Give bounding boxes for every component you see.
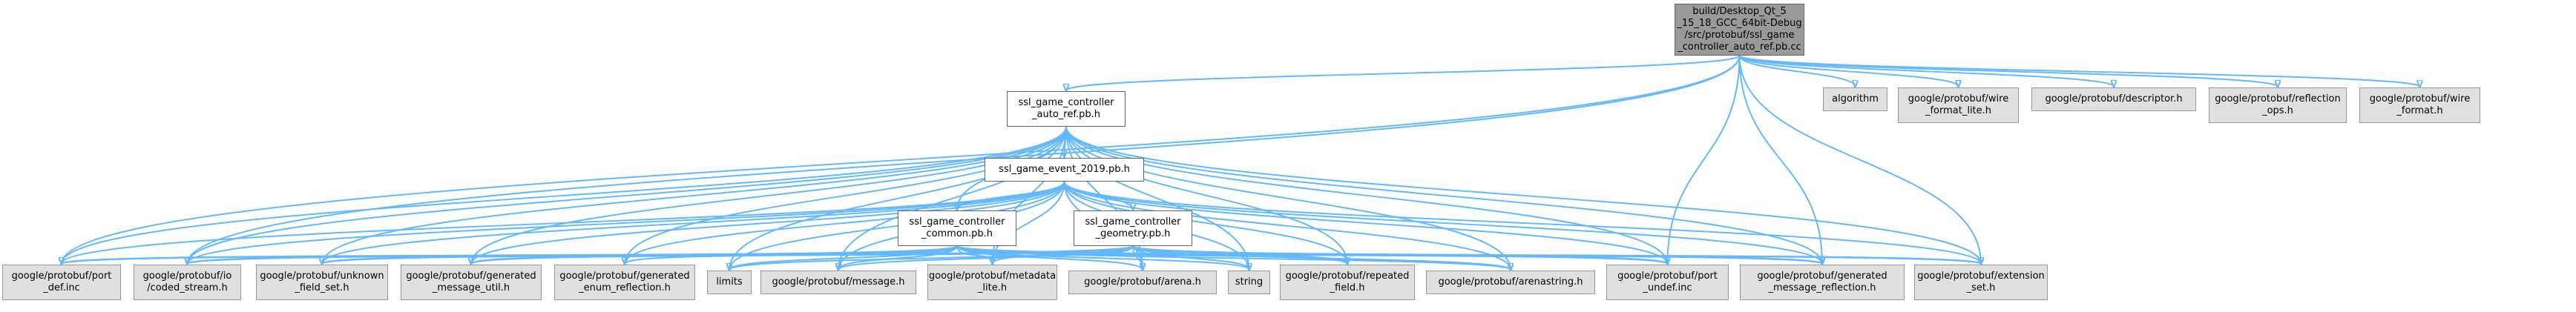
edge-event_2019_h-to-enum_reflection — [625, 181, 1065, 264]
edge-auto_ref_h-to-enum_reflection — [625, 126, 1067, 264]
edge-auto_ref_h-to-extension_set — [1065, 126, 1981, 264]
edge-geometry_h-to-extension_set — [1132, 245, 1981, 264]
edge-root-to-message_reflection — [1738, 55, 1823, 264]
edge-geometry_h-to-message — [838, 245, 1134, 270]
node-auto-ref-header[interactable]: ssl_game_controller _auto_ref.pb.h — [1007, 91, 1126, 127]
edge-auto_ref_h-to-repeated_field — [1065, 126, 1347, 264]
node-controller-geometry-header[interactable]: ssl_game_controller _geometry.pb.h — [1074, 210, 1192, 246]
edge-auto_ref_h-to-message_reflection — [1065, 126, 1822, 264]
edge-geometry_h-to-string — [1132, 245, 1249, 270]
edge-common_h-to-message — [838, 245, 958, 270]
edge-auto_ref_h-to-port_undef — [1065, 126, 1668, 264]
edge-root-to-auto_ref_h — [1066, 55, 1741, 90]
edge-event_2019_h-to-message_util — [471, 181, 1065, 264]
node-extension-set[interactable]: google/protobuf/extension _set.h — [1914, 265, 2048, 300]
edge-common_h-to-arenastring — [956, 245, 1511, 270]
node-wire-format[interactable]: google/protobuf/wire _format.h — [2359, 87, 2480, 123]
node-limits[interactable]: limits — [707, 270, 752, 294]
edge-root-to-port_def — [62, 55, 1741, 264]
node-generated-enum-reflection[interactable]: google/protobuf/generated _enum_reflecti… — [554, 265, 695, 300]
edge-auto_ref_h-to-port_def — [62, 126, 1067, 264]
edge-geometry_h-to-arena — [1132, 245, 1143, 270]
edge-auto_ref_h-to-string — [1065, 126, 1249, 270]
edge-auto_ref_h-to-limits — [729, 126, 1067, 270]
node-generated-message-util[interactable]: google/protobuf/generated _message_util.… — [401, 265, 542, 300]
edge-event_2019_h-to-extension_set — [1063, 181, 1982, 264]
edge-root-to-extension_set — [1738, 55, 1982, 264]
edge-auto_ref_h-to-unknown_field_set — [322, 126, 1067, 264]
edge-auto_ref_h-to-message_util — [471, 126, 1067, 264]
edge-root-to-reflection_ops — [1738, 55, 2278, 87]
node-message[interactable]: google/protobuf/message.h — [760, 270, 916, 294]
edge-common_h-to-arena — [956, 245, 1143, 270]
edge-root-to-wire_format — [1738, 55, 2420, 87]
node-string[interactable]: string — [1228, 270, 1270, 294]
node-port-undef[interactable]: google/protobuf/port _undef.inc — [1606, 265, 1729, 300]
node-unknown-field-set[interactable]: google/protobuf/unknown _field_set.h — [256, 265, 388, 300]
edge-event_2019_h-to-message_reflection — [1063, 181, 1823, 264]
edge-event_2019_h-to-arenastring — [1063, 181, 1511, 270]
edge-auto_ref_h-to-arenastring — [1065, 126, 1511, 270]
node-arenastring[interactable]: google/protobuf/arenastring.h — [1426, 270, 1595, 294]
node-controller-common-header[interactable]: ssl_game_controller _common.pb.h — [898, 210, 1016, 246]
edge-root-to-algorithm — [1738, 55, 1856, 87]
edge-event_2019_h-to-unknown_field_set — [322, 181, 1065, 264]
edge-auto_ref_h-to-coded_stream — [188, 126, 1067, 264]
edge-common_h-to-string — [956, 245, 1249, 270]
edge-root-to-wire_format_lite — [1738, 55, 1959, 87]
node-wire-format-lite[interactable]: google/protobuf/wire _format_lite.h — [1898, 87, 2019, 123]
edge-geometry_h-to-arenastring — [1132, 245, 1511, 270]
node-reflection-ops[interactable]: google/protobuf/reflection _ops.h — [2209, 87, 2347, 123]
node-metadata-lite[interactable]: google/protobuf/metadata _lite.h — [927, 265, 1057, 300]
edge-root-to-descriptor — [1738, 55, 2115, 87]
node-algorithm[interactable]: algorithm — [1823, 87, 1887, 111]
edge-event_2019_h-to-port_def — [62, 181, 1065, 264]
edge-event_2019_h-to-repeated_field — [1063, 181, 1348, 264]
node-port-def[interactable]: google/protobuf/port _def.inc — [2, 265, 121, 300]
edge-geometry_h-to-message_util — [471, 245, 1134, 264]
edge-geometry_h-to-limits — [729, 245, 1134, 270]
node-repeated-field[interactable]: google/protobuf/repeated _field.h — [1280, 265, 1415, 300]
edge-geometry_h-to-metadata_lite — [993, 245, 1134, 264]
node-coded-stream[interactable]: google/protobuf/io /coded_stream.h — [134, 265, 241, 300]
edge-event_2019_h-to-coded_stream — [188, 181, 1065, 264]
edge-event_2019_h-to-port_undef — [1063, 181, 1668, 264]
node-arena[interactable]: google/protobuf/arena.h — [1068, 270, 1217, 294]
node-game-event-2019-header[interactable]: ssl_game_event_2019.pb.h — [985, 158, 1144, 182]
node-descriptor[interactable]: google/protobuf/descriptor.h — [2031, 87, 2196, 111]
node-generated-message-reflection[interactable]: google/protobuf/generated _message_refle… — [1740, 265, 1905, 300]
node-root-source-file: build/Desktop_Qt_5 _15_18_GCC_64bit-Debu… — [1675, 4, 1804, 56]
edge-auto_ref_h-to-message — [838, 126, 1067, 270]
edge-common_h-to-limits — [729, 245, 958, 270]
edge-root-to-port_undef — [1668, 55, 1741, 264]
